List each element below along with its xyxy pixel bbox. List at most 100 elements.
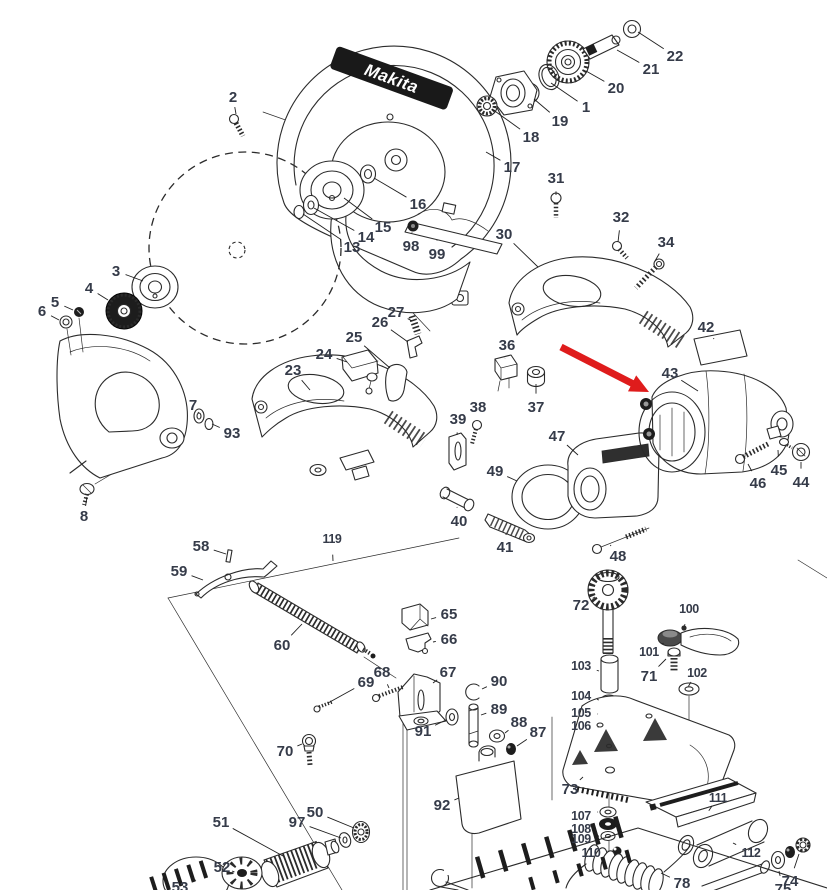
part-label-37: 37 xyxy=(528,399,545,416)
leader-line-66 xyxy=(432,641,436,643)
part-label-42: 42 xyxy=(698,319,715,336)
guard-bolt xyxy=(228,113,246,138)
part-label-110: 110 xyxy=(582,846,601,860)
part-label-101: 101 xyxy=(639,645,659,659)
part-label-22: 22 xyxy=(667,48,684,65)
part-label-51: 51 xyxy=(213,814,230,831)
part-label-87: 87 xyxy=(530,724,547,741)
part-label-88: 88 xyxy=(511,714,528,731)
leader-line-88 xyxy=(504,729,509,734)
part-label-89: 89 xyxy=(491,701,508,718)
leader-line-4 xyxy=(97,293,109,301)
part-label-1: 1 xyxy=(582,99,590,116)
leader-line-13 xyxy=(302,213,342,240)
leader-line-19 xyxy=(533,98,551,113)
leader-line-101 xyxy=(661,642,664,645)
part-label-3: 3 xyxy=(112,263,120,280)
part-label-21: 21 xyxy=(643,61,660,78)
part-label-91: 91 xyxy=(415,723,432,740)
part-label-44: 44 xyxy=(793,474,810,491)
gear-housing xyxy=(330,213,471,314)
part-label-58: 58 xyxy=(193,538,210,555)
part-label-100: 100 xyxy=(679,602,699,616)
upper-handle xyxy=(508,192,694,349)
part-label-106: 106 xyxy=(571,719,591,733)
part-label-38: 38 xyxy=(470,399,487,416)
leader-line-59 xyxy=(191,575,204,581)
part-label-111: 111 xyxy=(709,791,728,805)
leader-line-60 xyxy=(290,623,303,636)
leader-line-93 xyxy=(211,423,220,428)
part-label-39: 39 xyxy=(450,411,467,428)
part-label-93: 93 xyxy=(224,425,241,442)
part-label-8: 8 xyxy=(80,508,88,525)
cutoff-wheel xyxy=(148,151,342,345)
leader-line-20 xyxy=(585,70,605,82)
base-assembly xyxy=(562,569,811,890)
leader-line-72 xyxy=(592,596,596,599)
part-label-119: 119 xyxy=(323,532,342,546)
part-label-108: 108 xyxy=(571,822,591,836)
part-label-30: 30 xyxy=(496,226,513,243)
leader-line-18 xyxy=(491,108,521,130)
part-label-69: 69 xyxy=(358,674,375,691)
leader-line-42 xyxy=(713,337,715,340)
leader-line-32 xyxy=(617,230,620,243)
part-label-97: 97 xyxy=(289,814,306,831)
part-label-102: 102 xyxy=(687,666,707,680)
trigger xyxy=(385,363,408,402)
part-label-2: 2 xyxy=(229,89,237,106)
leader-line-90 xyxy=(481,686,488,690)
part-label-105: 105 xyxy=(571,706,591,720)
part-label-26: 26 xyxy=(372,314,389,331)
leader-line-74 xyxy=(793,853,800,869)
part-label-40: 40 xyxy=(451,513,468,530)
leader-line-89 xyxy=(480,712,487,716)
leader-line-73 xyxy=(579,776,584,781)
part-label-36: 36 xyxy=(499,337,516,354)
motor-small-parts xyxy=(439,354,660,555)
arrow-head xyxy=(627,375,649,392)
tension-spring xyxy=(565,844,691,890)
part-label-20: 20 xyxy=(608,80,625,97)
part-label-53: 53 xyxy=(172,879,189,890)
part-label-5: 5 xyxy=(51,294,59,311)
part-label-14: 14 xyxy=(358,229,375,246)
part-label-90: 90 xyxy=(491,673,508,690)
part-label-46: 46 xyxy=(750,475,767,492)
leader-line-91 xyxy=(434,719,447,726)
part-label-24: 24 xyxy=(316,346,333,363)
leader-line-49 xyxy=(507,476,518,482)
part-label-18: 18 xyxy=(523,129,540,146)
leader-line-14 xyxy=(313,207,355,231)
leader-line-22 xyxy=(637,31,665,50)
part-label-23: 23 xyxy=(285,362,302,379)
part-label-70: 70 xyxy=(277,743,294,760)
leader-line-65 xyxy=(430,617,437,620)
leader-line-21 xyxy=(616,49,640,63)
leader-line-3 xyxy=(125,274,144,282)
leader-line-6 xyxy=(50,315,60,321)
name-plate xyxy=(693,329,748,366)
part-label-4: 4 xyxy=(85,280,94,297)
construction-lines xyxy=(94,111,827,890)
spring xyxy=(408,314,422,336)
lock-off-lever xyxy=(406,335,423,359)
part-label-73: 73 xyxy=(562,781,579,798)
part-label-75: 75 xyxy=(775,881,792,890)
leader-line-50 xyxy=(327,816,355,829)
part-label-31: 31 xyxy=(548,170,565,187)
part-label-66: 66 xyxy=(441,631,458,648)
leader-line-78 xyxy=(660,872,671,878)
leader-line-25 xyxy=(363,345,391,369)
leader-line-47 xyxy=(566,444,579,456)
part-label-27: 27 xyxy=(388,304,405,321)
part-label-104: 104 xyxy=(571,689,591,703)
part-label-17: 17 xyxy=(504,159,521,176)
part-label-78: 78 xyxy=(674,875,691,890)
highlight-arrow xyxy=(559,343,649,392)
leader-line-75 xyxy=(778,870,781,877)
spindle-gear-cluster xyxy=(476,19,642,117)
